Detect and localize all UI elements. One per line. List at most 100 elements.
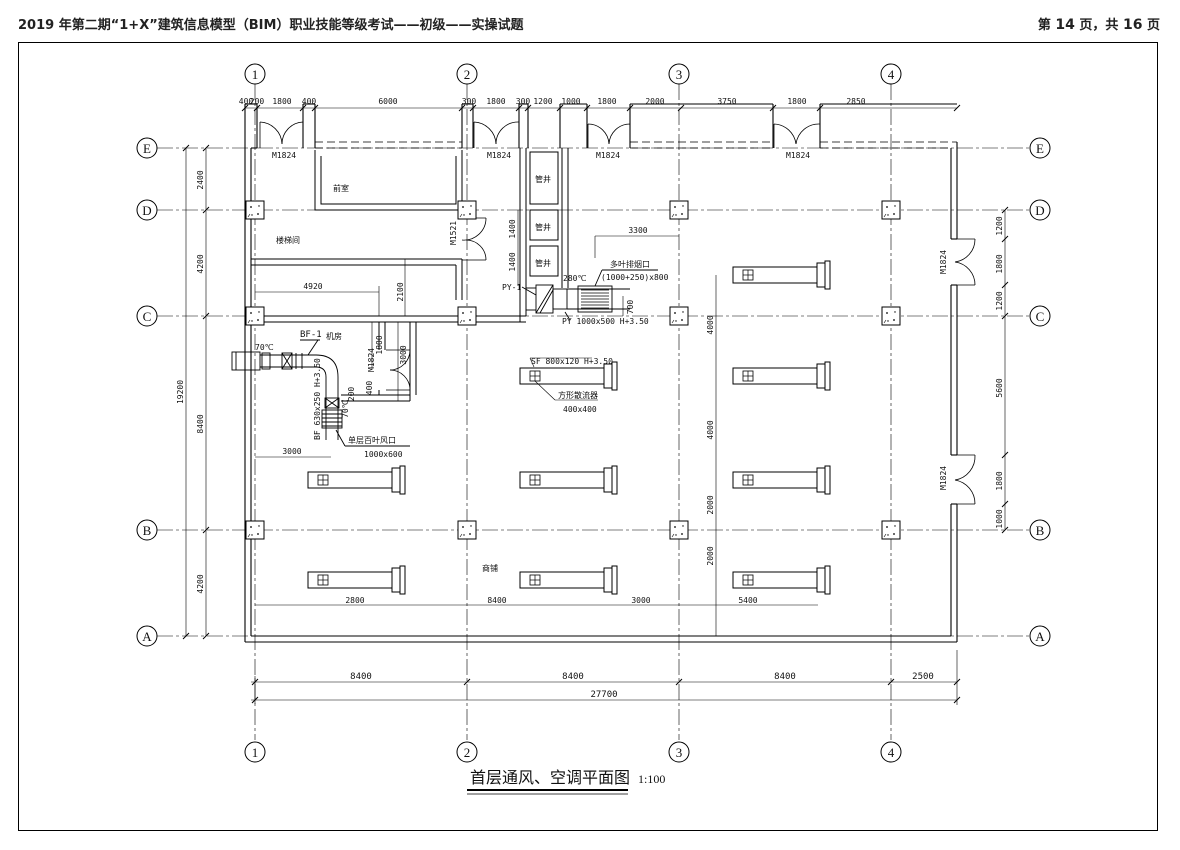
dim-label: 1800 <box>995 254 1004 273</box>
right-dimensions <box>1001 206 1009 534</box>
door-label: M1824 <box>786 151 810 160</box>
dim-label: 300 <box>516 97 531 106</box>
room-label: 前室 <box>333 183 349 193</box>
dim-label: 1800 <box>375 335 384 354</box>
axis-bubbles: 1 2 3 4 1 2 3 4 E D C B A E D C B A <box>136 63 1051 763</box>
ac-unit <box>732 565 831 595</box>
axis-row-label: B <box>1036 523 1045 538</box>
ac-unit <box>732 465 831 495</box>
interior-dimension-labels: 4920 2100 1400 1400 3300 700 1800 3000 2… <box>282 219 757 605</box>
dim-label: 1800 <box>597 97 616 106</box>
dim-label: 1400 <box>508 252 517 271</box>
left-dimensions <box>182 144 210 640</box>
dim-label: 5600 <box>995 378 1004 397</box>
ac-unit <box>519 565 618 595</box>
dim-label: 3750 <box>717 97 736 106</box>
dim-label: 4000 <box>706 420 715 439</box>
axis-col-label: 2 <box>464 67 471 82</box>
axis-row-label: D <box>142 203 151 218</box>
dim-label: 1800 <box>787 97 806 106</box>
dim-label: 1200 <box>995 291 1004 310</box>
page-number: 第 14 页，共 16 页 <box>1037 17 1160 33</box>
dim-label: 8400 <box>774 672 796 682</box>
equip-label: PY-1 <box>502 283 521 292</box>
window-lines <box>315 141 957 149</box>
axis-row-label: A <box>1035 629 1045 644</box>
door-label: M1824 <box>487 151 511 160</box>
drawing-frame <box>18 42 1158 831</box>
ac-labels: SF 800x120 H+3.50 方形散流器 400x400 <box>531 357 613 414</box>
room-labels: 前室 楼梯间 机房 商铺 管井 管井 管井 <box>276 174 551 573</box>
equip-label: 多叶排烟口 <box>610 259 650 269</box>
door-swings <box>259 121 976 505</box>
dim-label: 3300 <box>628 226 647 235</box>
dim-label: 2100 <box>396 282 405 301</box>
dim-label: 4200 <box>196 574 205 593</box>
right-dimension-labels: 1200 1800 1200 5600 1800 1000 <box>995 216 1004 528</box>
fresh-air-system <box>231 339 410 447</box>
interior-dimensions <box>255 210 818 636</box>
dim-label: 400 <box>302 97 317 106</box>
ac-unit <box>732 260 831 290</box>
dim-label: 300 <box>462 97 477 106</box>
dim-label: 200 <box>347 387 356 402</box>
smoke-exhaust-system <box>521 269 658 321</box>
dim-label: 4920 <box>303 282 322 291</box>
dim-label: 1200 <box>533 97 552 106</box>
dim-label: 8400 <box>196 414 205 433</box>
equip-label: 70℃ <box>255 343 274 352</box>
dim-label: 3000 <box>282 447 301 456</box>
door-label: M1824 <box>367 348 376 372</box>
dim-label: 3000 <box>631 596 650 605</box>
axis-col-label: 4 <box>888 745 895 760</box>
axis-col-label: 3 <box>676 67 683 82</box>
ac-leaders <box>529 357 598 401</box>
dim-label: 3000 <box>399 345 408 364</box>
room-label: 管井 <box>535 258 551 268</box>
dim-label: 1000 <box>995 509 1004 528</box>
left-dimension-labels: 2400 4200 8400 4200 19200 <box>176 170 205 593</box>
bottom-dimensions <box>251 650 961 705</box>
equip-label: BF-1 <box>300 330 322 340</box>
dim-label: 8400 <box>350 672 372 682</box>
ac-unit <box>307 465 406 495</box>
equip-label: 280℃ <box>563 274 586 283</box>
bottom-dimension-labels: 8400 8400 8400 2500 27700 <box>350 672 934 700</box>
room-label: 管井 <box>535 222 551 232</box>
dim-label: 1800 <box>486 97 505 106</box>
exterior-walls <box>244 103 958 643</box>
dim-label: 8400 <box>562 672 584 682</box>
fresh-air-labels: BF-1 70℃ 70℃ BF 630x250 H+3.50 单层百叶风口 10… <box>255 330 403 459</box>
drawing-title-block: 首层通风、空调平面图 1:100 <box>467 769 665 795</box>
dim-label: 1200 <box>995 216 1004 235</box>
dim-label: 400 <box>365 381 374 396</box>
dim-label: 400 <box>239 97 254 106</box>
dim-label: 5400 <box>738 596 757 605</box>
axis-row-label: B <box>143 523 152 538</box>
dim-label: 19200 <box>176 380 185 404</box>
equip-label: 70℃ <box>341 399 350 418</box>
dim-label: 2000 <box>645 97 664 106</box>
equip-label: 400x400 <box>563 405 597 414</box>
room-label: 管井 <box>535 174 551 184</box>
axis-row-label: E <box>1036 141 1044 156</box>
dim-label: 2000 <box>706 546 715 565</box>
dim-label: 2850 <box>846 97 865 106</box>
equip-label: SF 800x120 H+3.50 <box>531 357 613 366</box>
dim-label: 2500 <box>912 672 934 682</box>
axis-row-label: A <box>142 629 152 644</box>
door-label: M1824 <box>272 151 296 160</box>
dim-label: 8400 <box>487 596 506 605</box>
door-label: M1521 <box>449 221 458 245</box>
axis-col-label: 3 <box>676 745 683 760</box>
equip-label: PY 1000x500 H+3.50 <box>562 317 649 326</box>
dim-label: 6000 <box>378 97 397 106</box>
dim-label: 4000 <box>706 315 715 334</box>
interior-walls <box>251 148 569 402</box>
dim-label: 2800 <box>345 596 364 605</box>
room-label: 楼梯间 <box>276 235 300 245</box>
equip-label: 1000x600 <box>364 450 403 459</box>
equip-label: (1000+250)x800 <box>601 273 669 282</box>
axis-col-label: 1 <box>252 745 259 760</box>
